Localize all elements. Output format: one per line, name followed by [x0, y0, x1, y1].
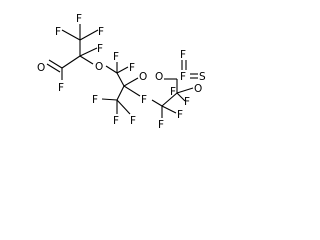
atom-f: F	[55, 26, 61, 38]
bond	[61, 29, 81, 41]
atom-f: O	[155, 71, 163, 83]
atom-s: F	[180, 71, 186, 83]
bond	[101, 98, 118, 101]
bond	[123, 77, 139, 87]
bond	[116, 99, 131, 115]
bond	[176, 87, 194, 94]
atom-o: F	[141, 94, 147, 106]
atom-o: F	[180, 49, 186, 61]
atom-f: F	[158, 119, 164, 131]
atom-f: F	[129, 62, 135, 74]
atom-o: O	[95, 61, 103, 73]
bond	[161, 92, 178, 107]
bond	[151, 99, 163, 107]
bonds	[46, 24, 198, 118]
atom-f: F	[170, 86, 176, 98]
bond	[79, 29, 99, 41]
bond	[105, 65, 118, 74]
bond	[79, 55, 94, 65]
atom-f: F	[177, 109, 183, 121]
atom-f: O	[194, 83, 202, 95]
bond	[79, 47, 98, 57]
structure-diagram: F F F F O F O F F F F F F O F F F F S O …	[37, 13, 206, 131]
atom-f: F	[97, 43, 103, 55]
bond	[116, 66, 129, 74]
atom-o: S	[199, 71, 206, 83]
bond	[123, 85, 141, 97]
bond	[161, 105, 177, 114]
atom-f: F	[130, 115, 136, 127]
atom-labels: F F F F O F O F F F F F F O F F F F S O …	[37, 13, 206, 131]
atom-f: F	[58, 82, 64, 94]
atom-f: F	[184, 96, 190, 108]
bond	[116, 72, 125, 87]
atom-f: F	[98, 26, 104, 38]
atom-f: O	[139, 71, 147, 83]
atom-o: O	[37, 62, 45, 74]
bond	[46, 63, 61, 73]
atom-f: F	[92, 94, 98, 106]
bond	[176, 92, 186, 102]
bond	[116, 85, 125, 101]
bond	[61, 55, 81, 69]
atom-f: F	[113, 51, 119, 63]
bond	[48, 59, 63, 69]
atom-f: F	[113, 115, 119, 127]
atom-f: F	[76, 13, 82, 25]
